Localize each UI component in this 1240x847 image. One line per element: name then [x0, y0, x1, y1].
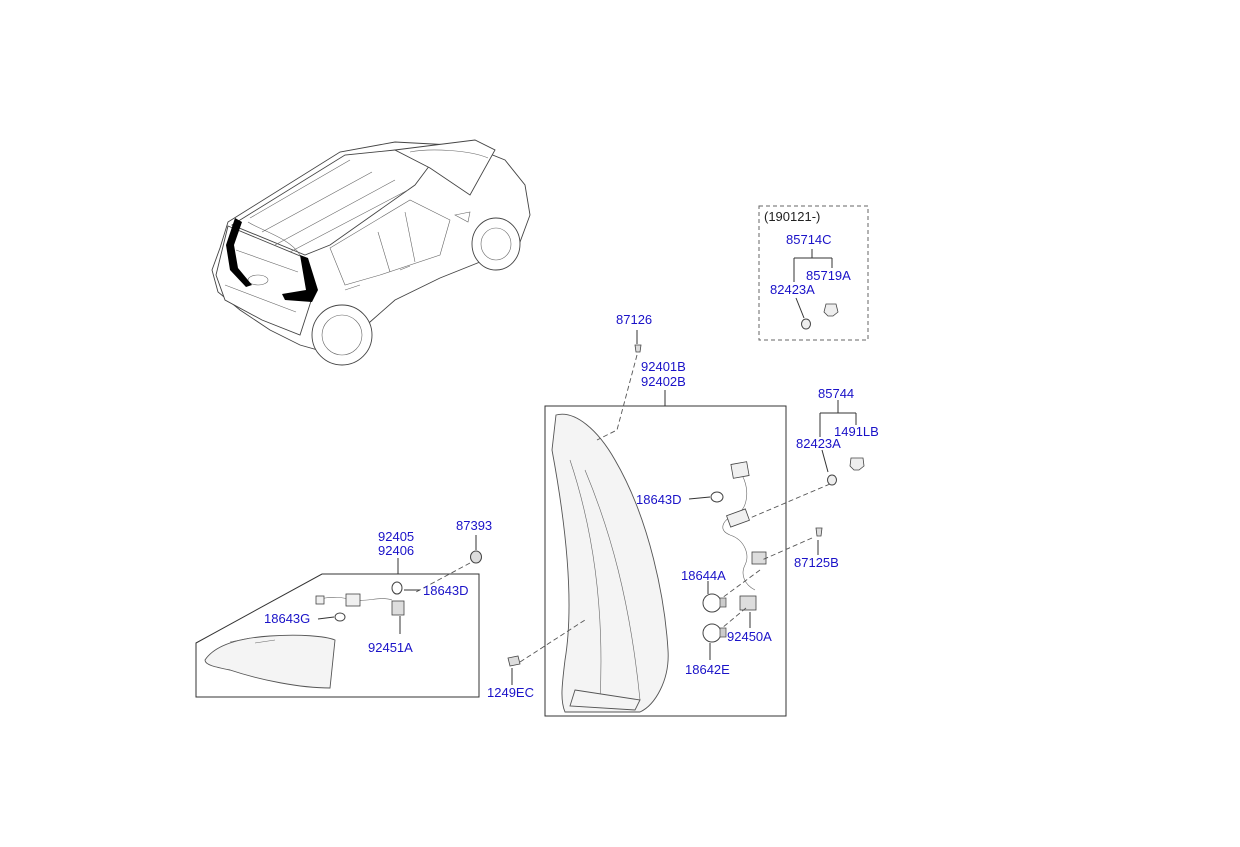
- part-92401B[interactable]: 92401B: [641, 359, 686, 374]
- tail-lamp-highlight-left: [226, 218, 252, 287]
- part-18643D-right[interactable]: 18643D: [636, 492, 682, 507]
- rear-combination-lamp-group: [544, 405, 787, 717]
- part-85744[interactable]: 85744: [818, 386, 854, 401]
- part-92406[interactable]: 92406: [378, 543, 414, 558]
- bulb-icon-18644A: [702, 593, 722, 613]
- part-92405[interactable]: 92405: [378, 529, 414, 544]
- socket-icon-92451A: [391, 600, 405, 616]
- nut-icon-87393: [470, 550, 482, 564]
- part-18643G[interactable]: 18643G: [264, 611, 310, 626]
- vehicle-illustration: [211, 139, 531, 366]
- bulb-icon-18643D-small: [391, 581, 403, 595]
- part-85719A[interactable]: 85719A: [806, 268, 851, 283]
- leader-lines: [511, 330, 857, 685]
- clip-icon-1491LB: [849, 457, 865, 471]
- clip-icon: [823, 303, 839, 317]
- part-85714C[interactable]: 85714C: [786, 232, 832, 247]
- fasteners: [470, 344, 865, 667]
- connector-icon-mid: [726, 508, 750, 528]
- part-82423A[interactable]: 82423A: [796, 436, 841, 451]
- part-92451A[interactable]: 92451A: [368, 640, 413, 655]
- part-92402B[interactable]: 92402B: [641, 374, 686, 389]
- rear-lamp-garnish-group: [195, 535, 480, 698]
- part-1491LB[interactable]: 1491LB: [834, 424, 879, 439]
- part-92450A[interactable]: 92450A: [727, 629, 772, 644]
- part-18643D-left[interactable]: 18643D: [423, 583, 469, 598]
- tail-lamp-highlight-right: [282, 255, 318, 302]
- washer-icon: [801, 318, 811, 330]
- screw-icon-87125B: [815, 527, 823, 537]
- screw-icon-1249EC: [507, 655, 521, 667]
- connector-icon-small: [345, 593, 361, 607]
- socket-icon-1: [751, 551, 767, 565]
- part-18644A[interactable]: 18644A: [681, 568, 726, 583]
- inset-panel: (190121-) 85714C 85719A 82423A: [758, 205, 869, 341]
- washer-icon-82423A: [827, 474, 837, 486]
- inset-header: (190121-): [764, 209, 820, 224]
- part-87125B[interactable]: 87125B: [794, 555, 839, 570]
- bulb-icon-18643G: [334, 612, 346, 622]
- part-87126[interactable]: 87126: [616, 312, 652, 327]
- bulb-icon-18643D: [710, 491, 724, 503]
- part-82423A-inset[interactable]: 82423A: [770, 282, 815, 297]
- connector-icon-top: [730, 461, 750, 479]
- part-87393[interactable]: 87393: [456, 518, 492, 533]
- part-labels: 87126 92401B 92402B 85744 82423A 1491LB …: [264, 312, 879, 700]
- part-1249EC[interactable]: 1249EC: [487, 685, 534, 700]
- bulb-icon-18642E: [702, 623, 722, 643]
- socket-icon-2: [739, 595, 757, 611]
- screw-icon-87126: [634, 344, 642, 353]
- part-18642E[interactable]: 18642E: [685, 662, 730, 677]
